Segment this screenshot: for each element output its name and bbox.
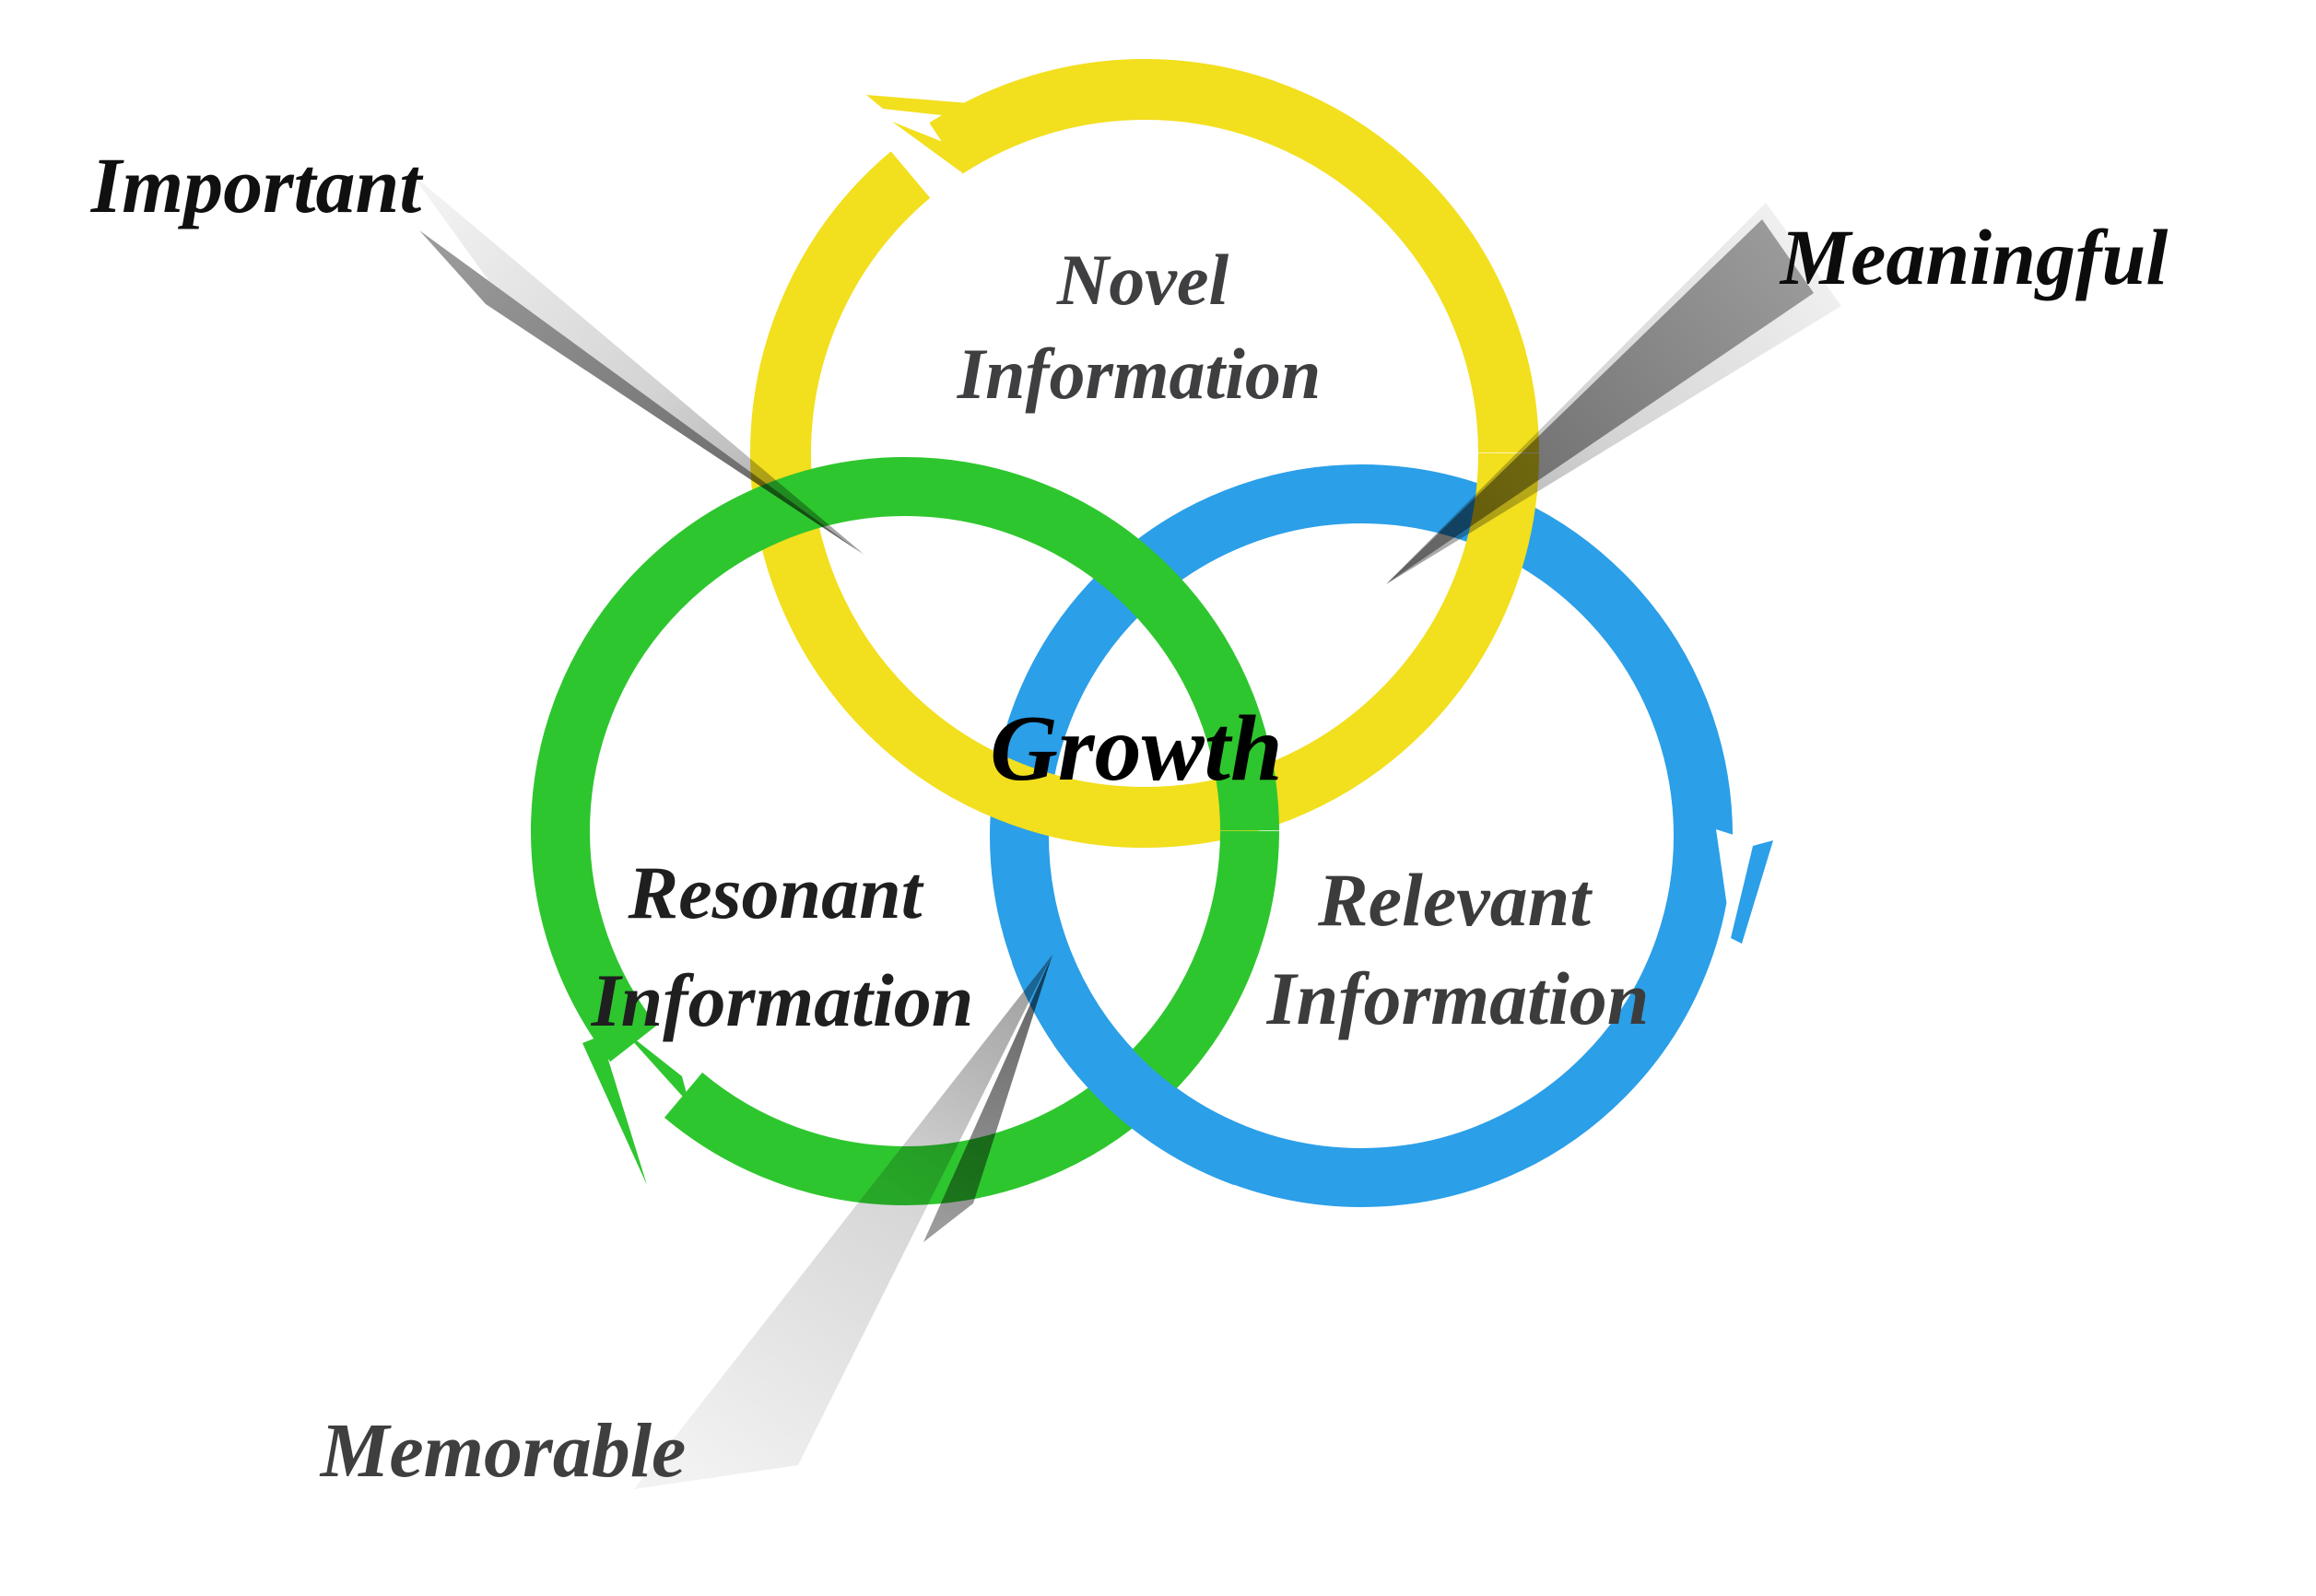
relevant-brush-notch [1716,829,1751,933]
callout-memorable: Memorable [319,1408,687,1494]
memorable-pointer-dark [923,955,1052,1242]
relevant-label-line1: Relevant [1317,858,1593,942]
relevant-label-line2: Information [1266,956,1650,1040]
resonant-brush-sliver-short [621,1028,689,1104]
novel-brush-flick [892,122,975,171]
relevant-circle [990,464,1733,1207]
novel-label-line2: Information [957,334,1321,414]
novel-label-line1: Novel [1056,240,1229,320]
callout-meaningful: Meaningful [1779,213,2169,301]
memorable-pointer-light [634,955,1052,1489]
center-growth-label: Growth [990,697,1282,801]
novel-circle [750,59,1539,848]
callout-important: Important [90,141,425,229]
callout-pointers [411,173,1841,1489]
resonant-label-line2: Information [591,958,974,1042]
important-pointer-light [411,173,864,555]
meaningful-pointer-dark [1387,219,1814,583]
resonant-label-line1: Resonant [628,851,924,934]
relevant-brush-flick [1731,840,1773,944]
novel-brush-sliver [866,95,1017,123]
important-pointer-dark [419,230,863,554]
resonant-brush-sliver-long [582,1036,647,1185]
relevant-over-resonant-arc [1011,942,1255,1186]
